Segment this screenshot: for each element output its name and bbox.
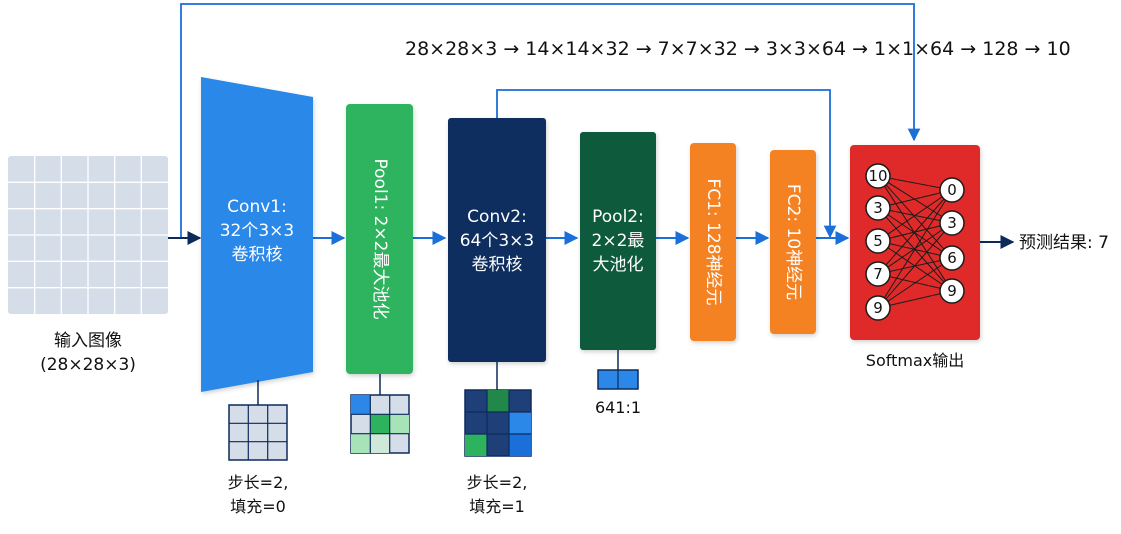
conv1-label-line1: Conv1:	[227, 197, 287, 217]
softmax-edge	[877, 189, 953, 275]
pool1-block	[346, 104, 413, 374]
softmax-left-node-label: 10	[868, 167, 887, 185]
pool2-note: 641:1	[595, 398, 641, 417]
softmax-left-node	[865, 228, 891, 254]
skip-connection-conv2-to-fc2	[496, 89, 837, 239]
input-image-grid	[8, 156, 168, 314]
softmax-right-node-label: 6	[947, 249, 957, 267]
conv1-kernel-icon	[228, 404, 288, 461]
fc2-label: FC2: 10神经元	[783, 184, 803, 300]
softmax-edge	[877, 175, 953, 259]
pool2-label-line3: 大池化	[593, 255, 644, 275]
softmax-edge	[877, 189, 953, 309]
conv2-note-line2: 填充=1	[469, 497, 525, 516]
softmax-network-nodes: 10 3 5 7 9 0 3 6 9	[865, 163, 965, 321]
fc1-block	[690, 143, 736, 341]
softmax-edge	[877, 222, 953, 309]
softmax-left-node	[865, 195, 891, 221]
softmax-left-node-label: 5	[873, 232, 883, 250]
softmax-right-node-label: 3	[947, 214, 957, 232]
softmax-label: Softmax输出	[866, 351, 964, 370]
conv2-block	[448, 118, 546, 362]
softmax-edge	[877, 207, 953, 259]
softmax-left-node	[865, 261, 891, 287]
fc2-block	[770, 150, 816, 334]
softmax-edge	[877, 189, 953, 242]
softmax-right-node-label: 0	[947, 181, 957, 199]
conv1-label-line3: 卷积核	[232, 245, 283, 265]
conv1-note-line1: 步长=2,	[228, 473, 289, 492]
conv2-note-line1: 步长=2,	[467, 473, 528, 492]
skip-connection-input-to-softmax	[180, 3, 921, 238]
conv2-label-line3: 卷积核	[472, 255, 523, 275]
pool1-kernel-icon	[350, 394, 410, 454]
conv1-label-line2: 32个3×3	[220, 221, 295, 241]
softmax-left-node	[865, 295, 891, 321]
pool2-label-line1: Pool2:	[592, 207, 644, 227]
softmax-right-node	[939, 210, 965, 236]
conv1-note-line2: 填充=0	[230, 497, 286, 516]
pool2-block	[580, 132, 656, 350]
conv2-kernel-icon	[464, 389, 532, 457]
softmax-left-node	[865, 163, 891, 189]
conv1-block	[201, 77, 313, 392]
softmax-left-node-label: 9	[873, 299, 883, 317]
prediction-result: 预测结果: 7	[1019, 233, 1109, 253]
softmax-right-node-label: 9	[947, 282, 957, 300]
pool1-label: Pool1: 2×2最大池化	[370, 159, 390, 320]
softmax-left-node-label: 3	[873, 199, 883, 217]
pool2-output-icon	[597, 369, 639, 390]
softmax-edge	[877, 257, 953, 309]
conv2-label-line1: Conv2:	[467, 207, 527, 227]
fc1-label: FC1: 128神经元	[703, 178, 723, 305]
softmax-right-node	[939, 245, 965, 271]
softmax-right-node	[939, 177, 965, 203]
pool2-label-line2: 2×2最	[592, 231, 645, 251]
softmax-left-node-label: 7	[873, 265, 883, 283]
dimension-flow-text: 28×28×3 → 14×14×32 → 7×7×32 → 3×3×64 → 1…	[405, 38, 1071, 60]
input-label-line2: (28×28×3)	[40, 355, 136, 375]
conv2-label-line2: 64个3×3	[460, 231, 535, 251]
softmax-right-node	[939, 278, 965, 304]
input-label-line1: 输入图像	[54, 331, 122, 351]
